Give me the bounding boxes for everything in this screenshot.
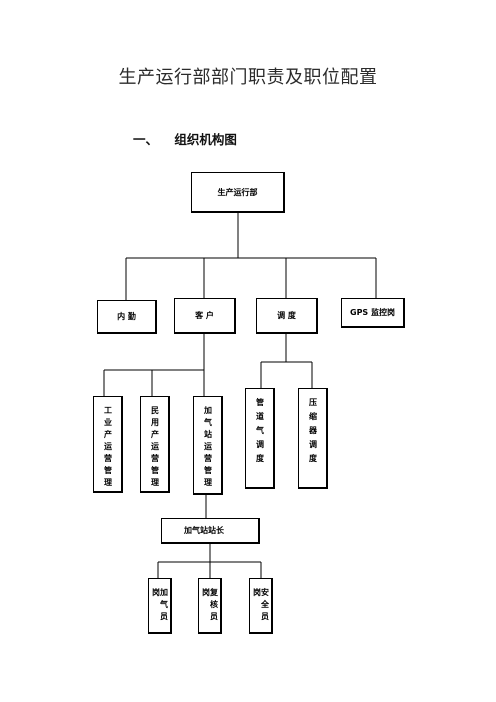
org-node-label: 复核员岗	[201, 588, 219, 624]
org-node-label: GPS 监控岗	[350, 308, 395, 317]
section-number: 一、	[133, 132, 159, 147]
org-node-civil-ops: 民用产运营管理	[140, 396, 170, 493]
org-node-label: 工业产运营管理	[103, 406, 113, 490]
org-node-compressor-dispatch: 压缩器调度	[298, 388, 328, 489]
org-node-label: 管道气调度	[255, 398, 265, 468]
org-node-gps-monitor: GPS 监控岗	[341, 298, 405, 328]
org-node-label: 客 户	[195, 311, 214, 320]
org-node-admin: 内 勤	[97, 300, 157, 334]
org-node-label: 压缩器调度	[308, 398, 318, 468]
org-node-label: 加气站运营管理	[203, 406, 213, 490]
section-heading: 一、 组织机构图	[133, 129, 237, 148]
org-node-station-ops: 加气站运营管理	[193, 396, 223, 495]
org-node-label: 安全员岗	[252, 588, 270, 624]
org-node-label: 生产运行部	[217, 187, 258, 197]
org-node-customer: 客 户	[174, 298, 236, 334]
org-node-industrial-ops: 工业产运营管理	[93, 396, 123, 493]
org-node-review-staff: 复核员岗	[198, 578, 222, 634]
org-node-label: 加气站站长	[184, 526, 224, 535]
org-node-label: 内 勤	[117, 312, 136, 321]
org-node-fueling-staff: 加气员岗	[148, 578, 172, 634]
org-node-label: 民用产运营管理	[150, 406, 160, 490]
org-node-root: 生产运行部	[191, 172, 285, 213]
page-title: 生产运行部部门职责及职位配置	[118, 67, 378, 88]
org-node-station-head: 加气站站长	[161, 518, 260, 544]
org-node-label: 调 度	[277, 311, 296, 320]
org-node-pipeline-dispatch: 管道气调度	[245, 388, 275, 489]
org-node-dispatch: 调 度	[256, 298, 318, 334]
section-label: 组织机构图	[174, 132, 237, 147]
org-node-safety-staff: 安全员岗	[249, 578, 273, 634]
org-node-label: 加气员岗	[151, 588, 169, 624]
